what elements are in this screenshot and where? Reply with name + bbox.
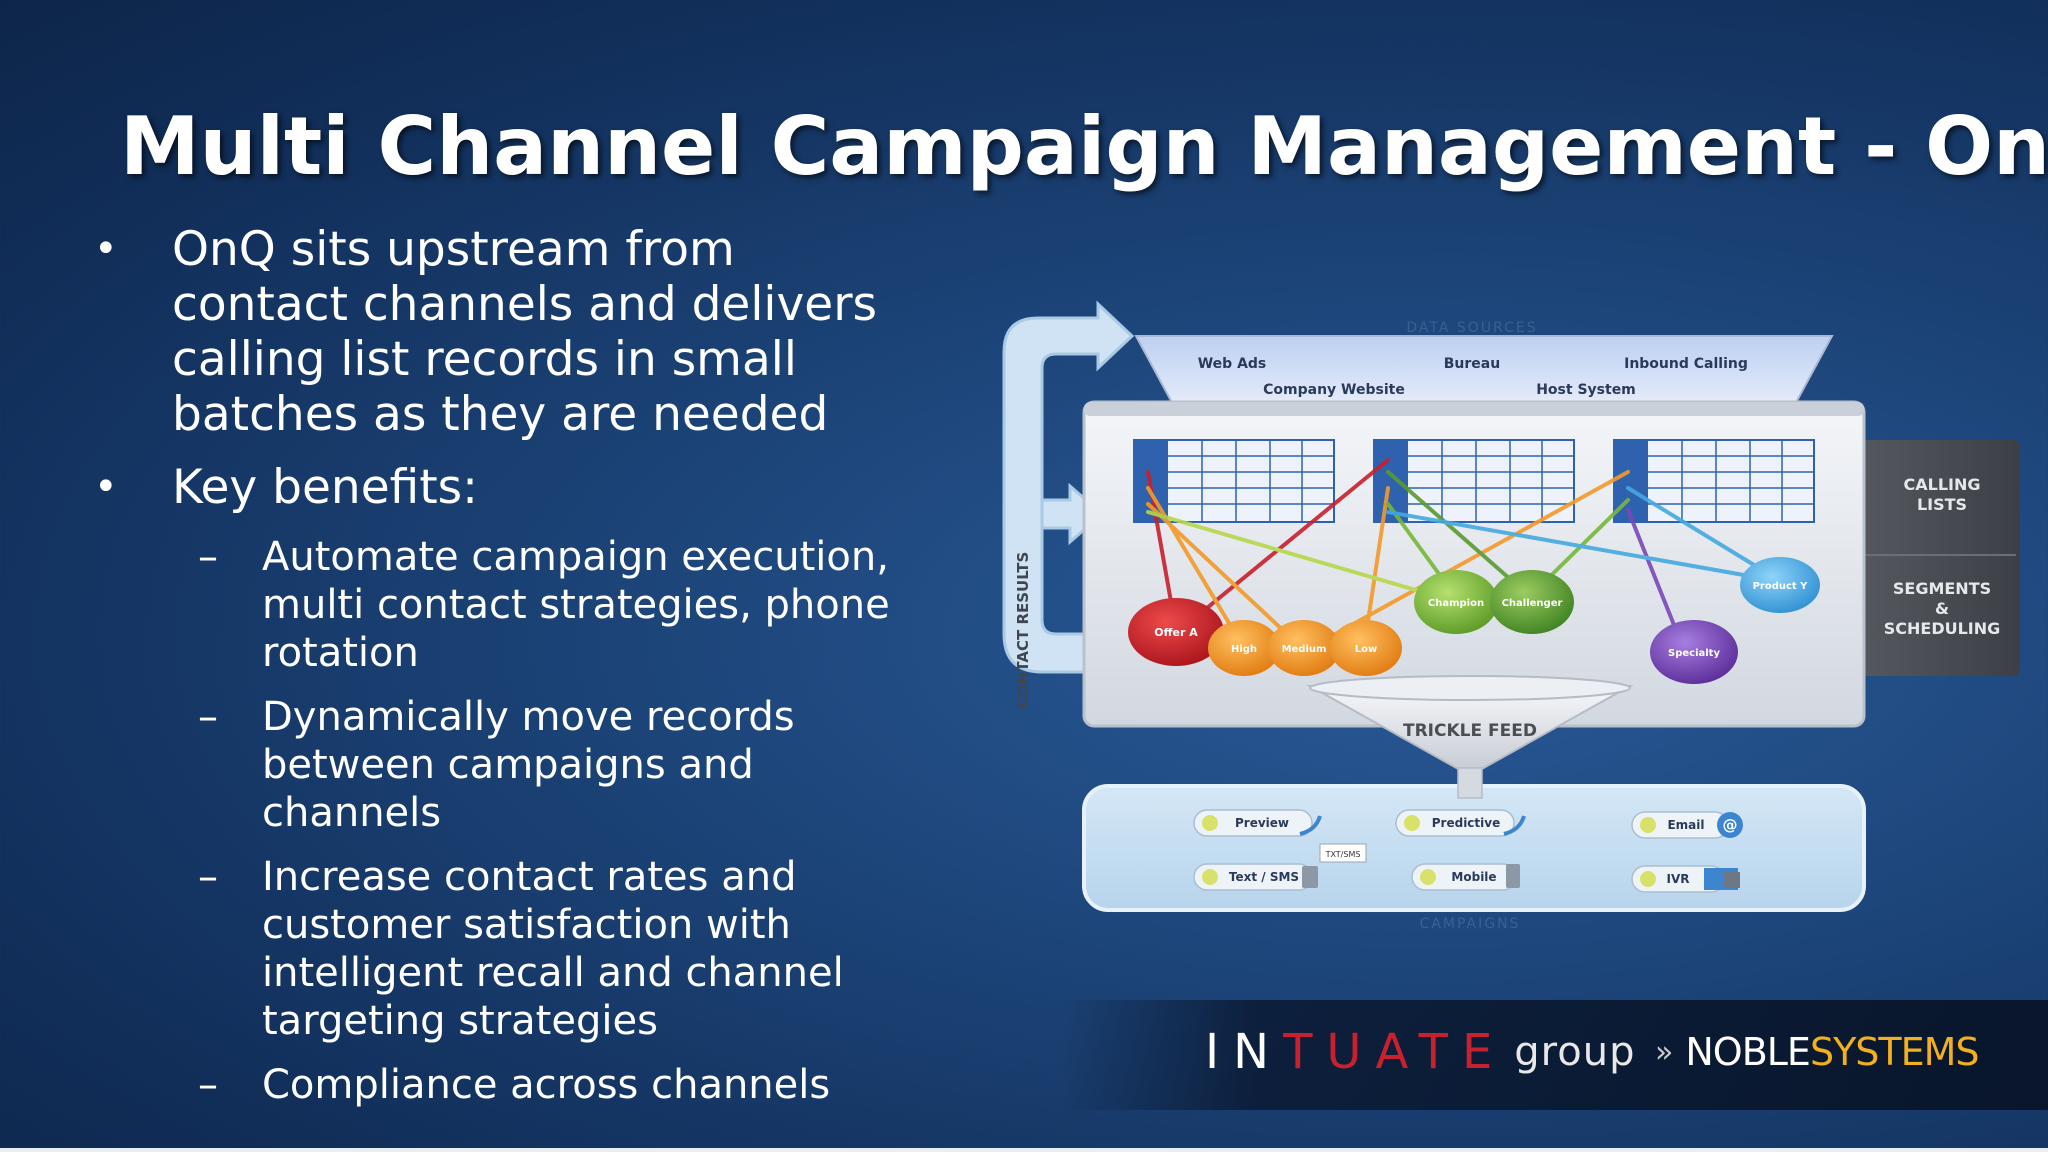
logo-systems: SYSTEMS	[1809, 1030, 1980, 1074]
sub-bullet-dash-icon: –	[198, 694, 218, 740]
segment-bubble-champion: Champion	[1414, 570, 1498, 634]
channel-ivr: IVR	[1631, 865, 1740, 893]
sub-bullet-item: – Automate campaign execution, multi con…	[90, 533, 920, 677]
trickle-feed-label: TRICKLE FEED	[1403, 721, 1537, 741]
sub-bullet-item: – Compliance across channels	[90, 1061, 920, 1109]
slide-title: Multi Channel Campaign Management - OnQ	[120, 100, 2048, 193]
sub-bullet-text: Increase contact rates and customer sati…	[262, 854, 844, 1044]
channel-predictive: Predictive	[1395, 809, 1526, 837]
svg-text:Offer A: Offer A	[1154, 626, 1198, 639]
segment-bubble-specialty: Specialty	[1650, 620, 1738, 684]
sub-bullet-item: – Increase contact rates and customer sa…	[90, 853, 920, 1045]
bullet-dot-icon: •	[94, 226, 118, 272]
sub-bullet-text: Automate campaign execution, multi conta…	[262, 534, 890, 676]
sub-bullet-dash-icon: –	[198, 1062, 218, 1108]
bullet-dot-icon: •	[94, 464, 118, 510]
svg-text:Low: Low	[1355, 644, 1377, 655]
intuate-group-logo: IN TUATE group	[1205, 1022, 1635, 1082]
segment-bubble-low: Low	[1330, 620, 1402, 676]
logo-noble: NOBLE	[1685, 1030, 1811, 1074]
calling-list-table	[1133, 439, 1335, 523]
svg-text:Mobile: Mobile	[1451, 870, 1496, 884]
calling-list-table	[1613, 439, 1815, 523]
channel-mobile: Mobile	[1411, 863, 1520, 891]
source-host-system: Host System	[1536, 382, 1636, 398]
calling-list-table	[1373, 439, 1575, 523]
bottom-border	[0, 1148, 2048, 1152]
bullet-list: • OnQ sits upstream from contact channel…	[90, 222, 920, 1125]
segments-label-3: SCHEDULING	[1884, 619, 2001, 638]
svg-text:Challenger: Challenger	[1502, 598, 1563, 609]
source-web-ads: Web Ads	[1198, 356, 1267, 372]
data-sources-label: DATA SOURCES	[1406, 320, 1537, 336]
svg-text:Predictive: Predictive	[1432, 816, 1500, 830]
data-sources-hopper	[1134, 335, 1834, 411]
svg-text:Preview: Preview	[1235, 816, 1289, 830]
segments-label-1: SEGMENTS	[1893, 579, 1991, 598]
footer-band	[1060, 1000, 2048, 1110]
svg-text:Text / SMS: Text / SMS	[1229, 870, 1299, 884]
bullet-item: • OnQ sits upstream from contact channel…	[90, 222, 920, 442]
noble-systems-logo: » NOBLE SYSTEMS	[1655, 1030, 1980, 1074]
source-bureau: Bureau	[1444, 356, 1500, 372]
contact-results-label: CONTACT RESULTS	[1014, 552, 1032, 708]
channel-email: Email @	[1631, 811, 1743, 839]
logo-tuate: TUATE	[1283, 1024, 1507, 1080]
campaigns-tray	[1082, 784, 1866, 912]
sub-bullet-text: Dynamically move records between campaig…	[262, 694, 795, 836]
svg-text:Email: Email	[1667, 818, 1704, 832]
sub-bullet-dash-icon: –	[198, 854, 218, 900]
calling-lists-label-1: CALLING	[1904, 475, 1981, 494]
sub-bullet-text: Compliance across channels	[262, 1062, 831, 1108]
calling-lists-panel	[1860, 440, 2020, 676]
calling-lists-label-2: LISTS	[1917, 495, 1967, 514]
noble-arrow-icon: »	[1655, 1034, 1674, 1070]
campaigns-label: CAMPAIGNS	[1420, 916, 1521, 932]
svg-text:Product Y: Product Y	[1753, 581, 1809, 592]
bullet-text: OnQ sits upstream from contact channels …	[172, 222, 877, 442]
source-company-website: Company Website	[1263, 382, 1405, 398]
segment-bubble-medium: Medium	[1268, 620, 1340, 676]
svg-text:Specialty: Specialty	[1668, 648, 1720, 659]
svg-text:High: High	[1231, 644, 1257, 655]
segment-bubble-offer-a: Offer A	[1128, 598, 1224, 666]
sub-bullet-dash-icon: –	[198, 534, 218, 580]
svg-text:Champion: Champion	[1428, 598, 1484, 609]
segment-bubble-product-y: Product Y	[1740, 557, 1820, 613]
bullet-text: Key benefits:	[172, 460, 478, 515]
svg-text:Medium: Medium	[1282, 644, 1327, 655]
logo-group: group	[1514, 1029, 1636, 1075]
campaign-flow-diagram: CONTACT RESULTS DATA SOURCES Web Ads Com…	[1002, 300, 2020, 932]
segment-bubble-high: High	[1208, 620, 1280, 676]
sms-tag: TXT/SMS	[1325, 850, 1361, 859]
channel-text-sms: Text / SMS TXT/SMS	[1193, 843, 1367, 891]
bullet-item: • Key benefits:	[90, 460, 920, 515]
segments-label-2: &	[1935, 599, 1949, 618]
contact-results-loop	[1002, 300, 1135, 674]
source-inbound-calling: Inbound Calling	[1624, 356, 1748, 372]
logo-in: IN	[1205, 1024, 1284, 1080]
channel-preview: Preview	[1193, 809, 1322, 837]
svg-text:IVR: IVR	[1667, 872, 1690, 886]
segment-bubble-challenger: Challenger	[1490, 570, 1574, 634]
sub-bullet-item: – Dynamically move records between campa…	[90, 693, 920, 837]
trickle-feed-funnel: TRICKLE FEED	[1306, 675, 1634, 799]
email-at-icon: @	[1723, 816, 1738, 834]
